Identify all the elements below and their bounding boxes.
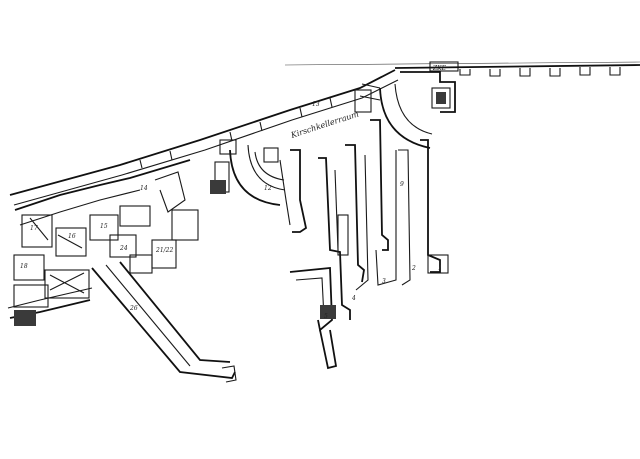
room-label: 2: [411, 265, 416, 272]
far-west-cluster: [7, 254, 93, 326]
central-rotunda: [229, 144, 286, 206]
north-facade-wall: [9, 69, 399, 206]
west-block: [14, 139, 237, 257]
room-label: 12: [264, 185, 272, 192]
room-label: 9: [400, 181, 404, 188]
corridor-bays: [279, 119, 449, 320]
room-label: 17: [30, 225, 38, 232]
room-label: 14: [140, 185, 148, 192]
scale-mark-text: ZKE: [432, 65, 447, 72]
east-apse: [354, 83, 433, 149]
east-tower: [400, 71, 456, 113]
room-label: 26: [129, 305, 138, 312]
north-wall-right: [394, 64, 640, 77]
room-label: 16: [68, 233, 76, 240]
title-inscription: Kirschkellerraum: [289, 109, 360, 140]
room-labels: 1 2 3 4 5 9 12 13 14 15 16 17 18 24 26 2…: [20, 101, 442, 320]
room-label: 1: [438, 265, 442, 272]
room-label: 15: [100, 223, 108, 230]
southwest-ramp: [91, 209, 237, 383]
room-label: 24: [119, 245, 128, 252]
south-bay: [289, 267, 338, 370]
room-label: 18: [20, 263, 28, 270]
room-label: 5: [324, 313, 328, 320]
room-label: 13: [312, 101, 320, 108]
room-label: 21/22: [155, 247, 173, 254]
top-reference-line: [284, 61, 640, 66]
room-label: 3: [382, 278, 386, 285]
room-label: 4: [351, 295, 356, 302]
